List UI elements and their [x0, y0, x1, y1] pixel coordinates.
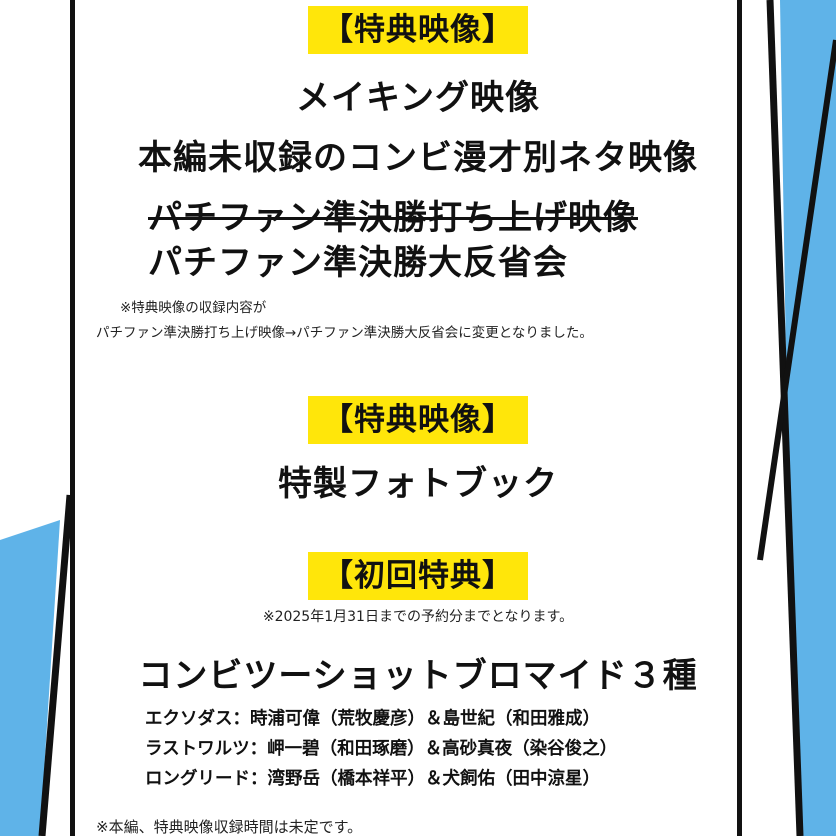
section1-item-afterparty-text: パチファン準決勝打ち上げ映像	[148, 198, 638, 238]
left-black-stroke	[38, 494, 74, 836]
section1-item-afterparty: パチファン準決勝打ち上げ映像	[148, 198, 638, 238]
section3-title: コンビツーショットブロマイド３種	[138, 656, 698, 696]
section1-item-unreleased: 本編未収録のコンビ漫才別ネタ映像	[138, 138, 698, 178]
footer-note: ※本編、特典映像収録時間は未定です。	[96, 818, 363, 836]
section1-note-line1: ※特典映像の収録内容が	[120, 300, 267, 316]
section1-note-line2: パチファン準決勝打ち上げ映像→パチファン準決勝大反省会に変更となりました。	[96, 325, 593, 341]
section2-label-wrap: 【特典映像】	[0, 396, 836, 444]
cast-line-lastwaltz: ラストワルツ：岬一碧（和田琢磨）＆高砂真夜（染谷俊之）	[145, 739, 618, 759]
section3-label: 【初回特典】	[308, 552, 528, 600]
section1-label-wrap: 【特典映像】	[0, 6, 836, 54]
section1-item-review: パチファン準決勝大反省会	[148, 243, 568, 283]
cast-line-exodus: エクソダス：時浦可偉（荒牧慶彦）＆島世紀（和田雅成）	[145, 709, 600, 729]
section1-item-making: メイキング映像	[296, 78, 540, 118]
section3-label-wrap: 【初回特典】	[0, 552, 836, 600]
right-black-stroke-2	[757, 39, 836, 561]
section2-label: 【特典映像】	[308, 396, 528, 444]
right-black-stroke-1	[766, 0, 804, 836]
section3-note: ※2025年1月31日までの予約分までとなります。	[262, 609, 574, 625]
section2-item-photobook: 特製フォトブック	[278, 464, 558, 504]
section1-label: 【特典映像】	[308, 6, 528, 54]
cast-line-longread: ロングリード：湾野岳（橋本祥平）＆犬飼佑（田中涼星）	[145, 769, 600, 789]
